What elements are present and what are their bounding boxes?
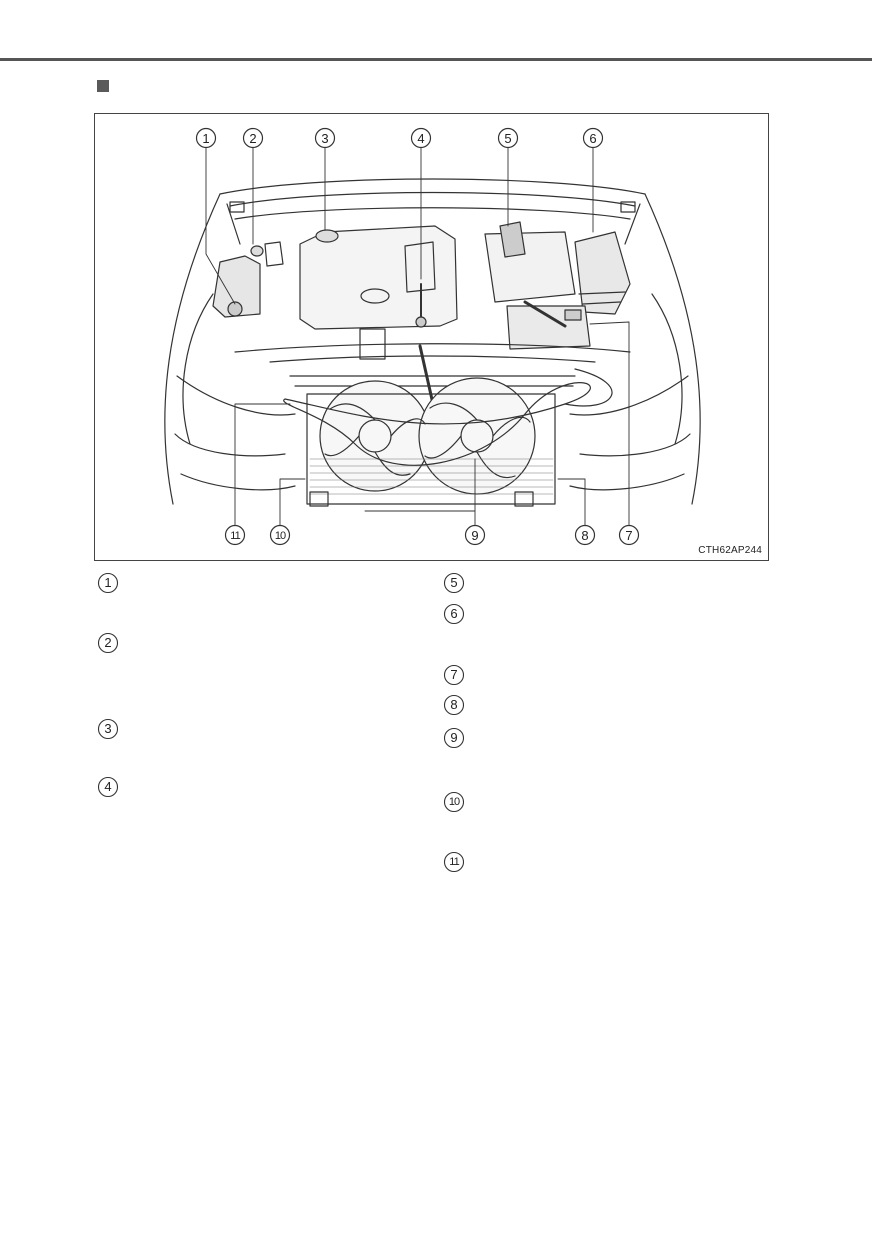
callout-2-label: 2	[249, 131, 256, 146]
legend-item-1: 1	[97, 572, 119, 594]
legend-item-7: 7	[443, 664, 465, 686]
figure-code: CTH62AP244	[698, 545, 762, 556]
callout-6: 6	[582, 127, 604, 149]
callout-1-label: 1	[202, 131, 209, 146]
legend-item-11: 11	[443, 851, 465, 873]
callout-8-label: 8	[581, 528, 588, 543]
legend-item-4: 4	[97, 776, 119, 798]
callout-3-label: 3	[321, 131, 328, 146]
legend-item-5: 5	[443, 572, 465, 594]
legend-item-9-number: 9	[450, 730, 458, 745]
legend-item-2-number: 2	[104, 635, 112, 650]
callout-5: 5	[497, 127, 519, 149]
callout-9-label: 9	[471, 528, 478, 543]
legend-item-6: 6	[443, 603, 465, 625]
engine-compartment-illustration: 1 2 3 4 5 6 7 8 9 10 11	[164, 127, 701, 546]
callout-11-label: 11	[230, 530, 240, 542]
legend-item-9: 9	[443, 727, 465, 749]
callout-9: 9	[464, 524, 486, 546]
legend-item-3-number: 3	[104, 721, 112, 736]
callout-1: 1	[195, 127, 217, 149]
legend-item-11-number: 11	[449, 856, 459, 868]
callout-10: 10	[269, 524, 291, 546]
legend-item-10-number: 10	[448, 796, 460, 808]
callout-6-label: 6	[589, 131, 596, 146]
callout-3: 3	[314, 127, 336, 149]
legend-item-4-number: 4	[104, 779, 112, 794]
callout-4-label: 4	[417, 131, 424, 146]
legend-item-8-number: 8	[450, 697, 458, 712]
legend-item-7-number: 7	[450, 667, 458, 682]
callout-4: 4	[410, 127, 432, 149]
callout-7-label: 7	[625, 528, 632, 543]
legend-item-6-number: 6	[450, 606, 458, 621]
callout-11: 11	[224, 524, 246, 546]
legend-item-3: 3	[97, 718, 119, 740]
legend-item-2: 2	[97, 632, 119, 654]
engine-compartment-figure: 1 2 3 4 5 6 7 8 9 10 11 CTH62AP244	[94, 113, 769, 561]
section-marker-square	[97, 80, 109, 92]
callout-2: 2	[242, 127, 264, 149]
legend-item-8: 8	[443, 694, 465, 716]
callout-7: 7	[618, 524, 640, 546]
callout-10-label: 10	[275, 530, 286, 542]
page-header-rule	[0, 58, 872, 61]
legend-item-1-number: 1	[104, 575, 112, 590]
legend-item-10: 10	[443, 791, 465, 813]
legend-item-5-number: 5	[450, 575, 458, 590]
callout-5-label: 5	[504, 131, 511, 146]
callout-8: 8	[574, 524, 596, 546]
